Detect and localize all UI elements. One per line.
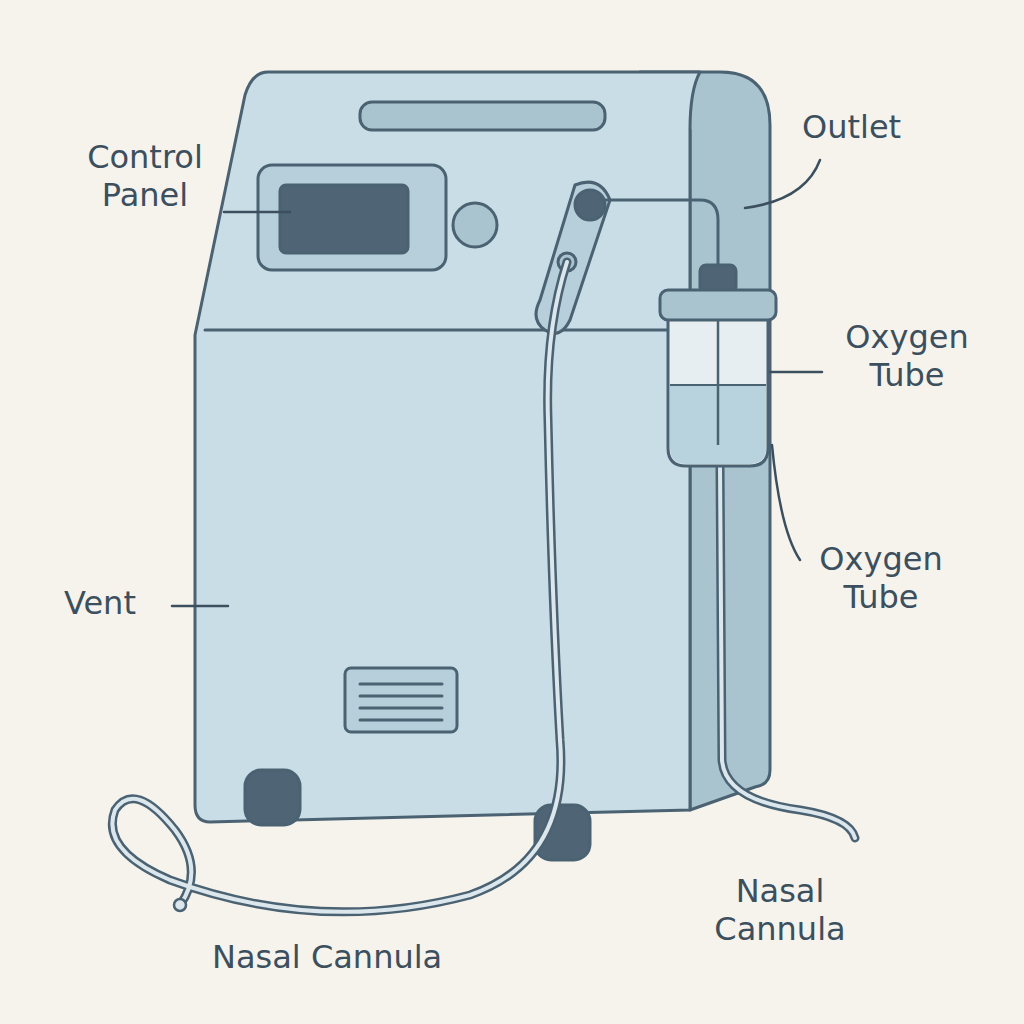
leader-line <box>172 605 228 608</box>
bubbler-tube <box>717 320 720 445</box>
leader-line <box>772 445 800 560</box>
bottle-cap <box>660 290 776 320</box>
vent-grille <box>345 668 457 732</box>
part-label: Control Panel <box>60 138 230 215</box>
leader-line <box>224 211 290 214</box>
leader-line <box>745 160 820 208</box>
front-housing <box>195 72 700 822</box>
leader-line <box>770 371 822 374</box>
cannula-tube-left-core <box>112 262 567 912</box>
display-screen <box>280 185 408 253</box>
outlet-port <box>575 190 605 220</box>
cannula-tip <box>174 899 186 911</box>
humidifier-bottle <box>668 318 768 466</box>
handle-slot <box>360 102 605 130</box>
outlet-tube <box>600 200 718 275</box>
part-label: Vent <box>64 584 136 622</box>
part-label: Outlet <box>802 108 901 146</box>
panel-seam <box>205 329 690 332</box>
part-label: Oxygen Tube <box>796 540 966 617</box>
part-label: Nasal Cannula <box>212 938 442 976</box>
wheel <box>245 770 300 825</box>
part-label: Nasal Cannula <box>700 872 860 949</box>
control-panel <box>258 165 446 270</box>
control-knob <box>453 203 497 247</box>
cannula-tube-right <box>720 465 855 838</box>
outlet-recess <box>536 182 610 333</box>
cannula-tube-left <box>112 262 567 912</box>
part-label: Oxygen Tube <box>822 318 992 395</box>
vent-slats <box>360 684 442 720</box>
leader-lines <box>172 160 822 606</box>
cannula-tube-right-core <box>720 465 855 838</box>
